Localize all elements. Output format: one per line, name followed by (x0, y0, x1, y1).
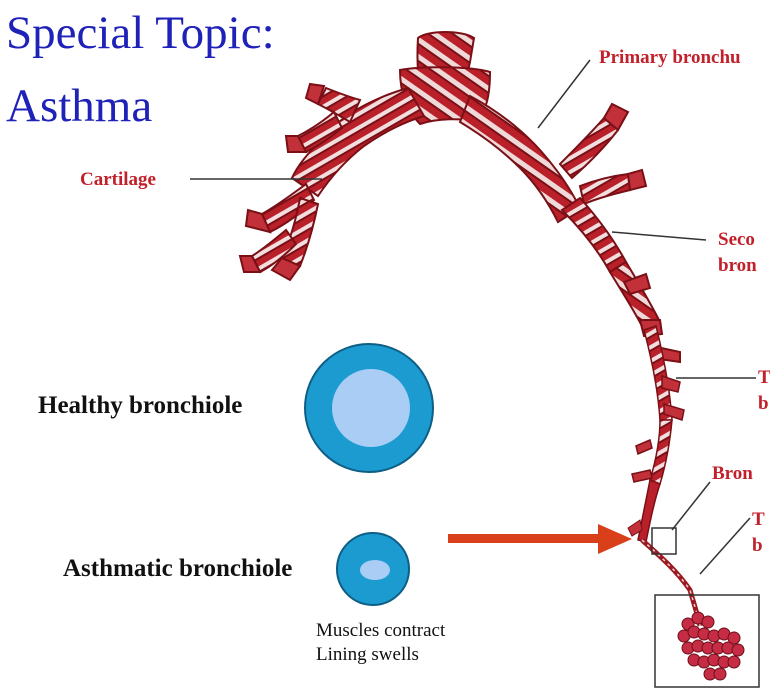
tertiary-bronchi-label-line1: T (758, 368, 770, 387)
asthmatic-note-line2: Lining swells (316, 645, 419, 664)
asthmatic-bronchiole-label: Asthmatic bronchiole (63, 556, 292, 581)
healthy-bronchiole-label: Healthy bronchiole (38, 393, 242, 418)
healthy-bronchiole-cross-section (305, 344, 433, 472)
secondary-bronchi-label-line2: bron (718, 256, 757, 275)
asthmatic-bronchiole-cross-section (337, 533, 409, 605)
primary-bronchus-label: Primary bronchu (599, 48, 741, 67)
terminal-bronchiole-label-line1: T (752, 510, 765, 529)
terminal-bronchiole-label-line2: b (752, 536, 763, 555)
secondary-bronchi-label-line1: Seco (718, 230, 755, 249)
bronchiole-label: Bron (712, 464, 753, 483)
pointer-arrow (448, 524, 632, 554)
asthmatic-note-line1: Muscles contract (316, 621, 445, 640)
tertiary-bronchi-label-line2: b (758, 394, 769, 413)
cartilage-label: Cartilage (80, 170, 156, 189)
leader-lines (190, 60, 756, 574)
alveoli-cluster (678, 612, 744, 680)
